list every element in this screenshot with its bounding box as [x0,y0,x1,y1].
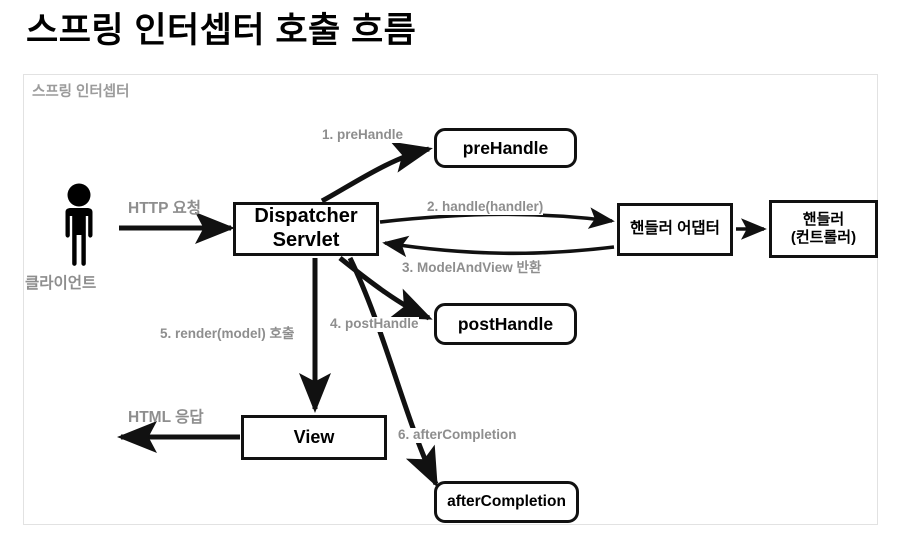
node-pre-handle[interactable]: preHandle [434,128,577,168]
node-handler-controller[interactable]: 핸들러 (컨트롤러) [769,200,878,258]
edge-step-4 [338,256,433,321]
node-handler-controller-text: 핸들러 (컨트롤러) [791,211,856,246]
edge-label-step-5: 5. render(model) 호출 [160,326,295,342]
node-handler-controller-line2: (컨트롤러) [790,229,857,246]
node-dispatcher-servlet[interactable]: Dispatcher Servlet [233,202,379,256]
avatar [56,183,102,267]
node-dispatcher-servlet-line1: Dispatcher [254,205,358,228]
node-post-handle[interactable]: postHandle [434,303,577,345]
edge-label-step-2: 2. handle(handler) [427,199,544,215]
node-view[interactable]: View [241,415,387,460]
edge-step-1 [320,141,433,204]
edge-label-html-response: HTML 응답 [128,409,204,426]
node-handler-controller-line1: 핸들러 [802,211,845,229]
edge-step-2 [379,207,615,229]
edge-step-6 [347,256,439,488]
edge-label-step-3: 3. ModelAndView 반환 [402,260,542,276]
diagram-frame-label: 스프링 인터셉터 [32,84,130,100]
edge-label-step-1: 1. preHandle [322,127,404,143]
edge-label-step-4: 4. postHandle [330,316,419,332]
edge-step-3 [382,235,615,258]
edge-label-step-6: 6. afterCompletion [398,427,517,443]
node-handler-adapter[interactable]: 핸들러 어댑터 [617,203,733,256]
node-after-completion[interactable]: afterCompletion [434,481,579,523]
actor-client-label: 클라이언트 [25,275,97,292]
person-icon [65,183,93,266]
edge-label-http-request: HTTP 요청 [128,200,202,217]
node-dispatcher-servlet-text: Dispatcher Servlet [254,205,357,252]
page-title: 스프링 인터셉터 호출 흐름 [26,11,417,50]
node-dispatcher-servlet-line2: Servlet [272,229,340,251]
